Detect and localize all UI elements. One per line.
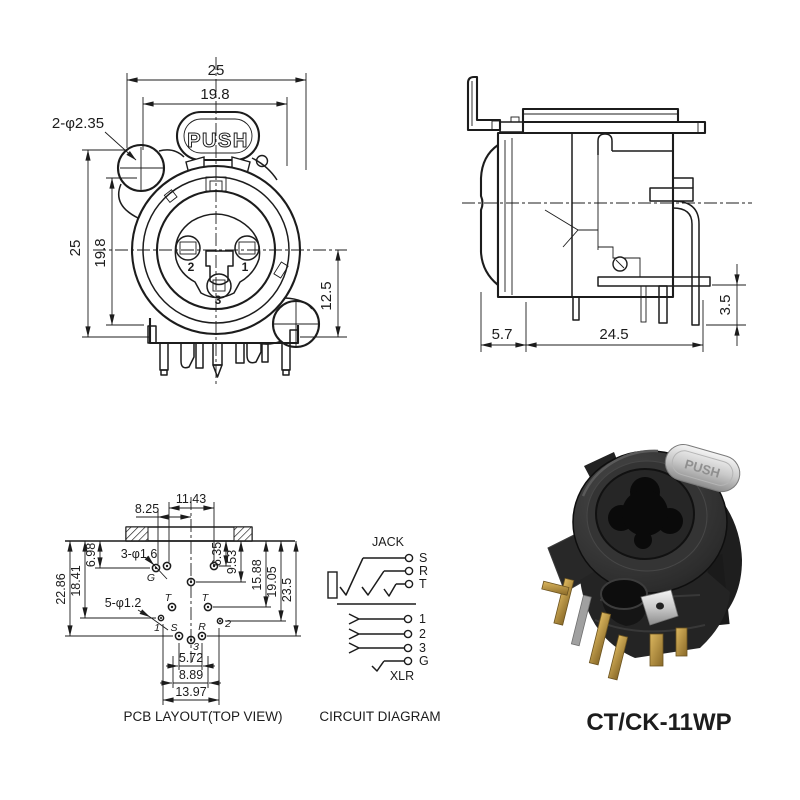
hole-label-r: R [198,621,206,633]
xlr-section-label: XLR [390,669,414,683]
dim-pin-length: 3.5 [717,295,734,316]
dim-overall-height: 25 [67,240,84,257]
side-body [496,131,675,299]
note-holes-small: 5-φ1.2 [105,596,142,610]
product-model-label: CT/CK-11WP [586,709,731,736]
dim-left-v1: 6.98 [84,543,98,567]
side-view: 5.7 24.5 3.5 [462,75,752,352]
dim-bottom-3: 13.97 [175,685,206,699]
combo-insert [174,213,261,299]
front-view: PUSH [52,57,347,385]
dim-right-v3: 15.88 [250,559,264,590]
dim-right-v5: 23.5 [280,578,294,602]
dim-overall-width: 25 [208,62,225,79]
hole-label-t-left: T [165,592,173,604]
terminal-label-2: 2 [419,627,426,641]
product-photo: PUSH CT/CK-11WP [541,444,742,736]
terminal-2 [403,629,413,639]
terminal-label-r: R [419,564,428,578]
bent-pin [672,200,700,326]
dim-flange-height: 19.8 [92,238,109,267]
terminal-label-t: T [419,577,427,591]
dim-body-depth: 24.5 [599,326,628,343]
terminal-r [404,566,414,576]
dim-right-v4: 19.05 [265,566,279,597]
dim-pin-row-offset: 12.5 [318,281,335,310]
front-view-dimensions: 25 19.8 2-φ2.35 25 19.8 12.5 [52,62,347,338]
terminal-g [403,656,413,666]
contact-3 [206,273,232,299]
pcb-dimensions: 11.43 8.25 3-φ1.6 5-φ1.2 6.98 18.41 22.8… [54,492,301,705]
terminal-label-s: S [419,551,427,565]
dim-flange-width: 19.8 [200,86,229,103]
dim-top-left-span: 8.25 [135,502,159,516]
jack-section-label: JACK [372,535,405,549]
hole-label-g: G [147,572,155,584]
push-latch-handle: PUSH [664,444,741,493]
pin-number-3: 3 [215,293,222,307]
dim-left-v3: 22.86 [54,573,68,604]
dim-left-v2: 18.41 [69,565,83,596]
contact-1 [234,235,260,261]
hole-label-3: 3 [193,641,199,653]
terminal-3 [403,643,413,653]
mounting-bracket [466,75,502,132]
hole-label-2: 2 [224,618,231,630]
push-cap [175,110,261,162]
terminal-t [404,579,414,589]
contact-2 [175,235,201,261]
dim-top-span: 11.43 [176,492,206,506]
terminal-label-g: G [419,654,429,668]
circuit-diagram-caption: CIRCUIT DIAGRAM [319,709,440,724]
gold-pins [541,577,688,681]
terminal-label-1: 1 [419,612,426,626]
terminal-label-3: 3 [419,641,426,655]
push-label: PUSH [187,130,249,152]
circuit-diagram: JACK S R T 1 2 3 G XLR CIRCUIT DIAGRAM [319,535,440,724]
pin-number-2: 2 [188,260,195,274]
pcb-layout: G T T 1 2 S R 3 11.43 8.25 3-φ1.6 5-φ1.2… [54,492,301,724]
hole-label-t-right: T [202,592,210,604]
dim-bottom-1: 5.72 [179,651,203,665]
hole-label-1: 1 [154,622,160,634]
hole-label-s: S [170,622,177,634]
solder-legs [159,342,291,378]
dim-mounting-holes: 2-φ2.35 [52,115,104,132]
dim-right-v2: 9.53 [225,550,239,574]
dim-bottom-2: 8.89 [179,668,203,682]
pcb-layout-caption: PCB LAYOUT(TOP VIEW) [123,709,282,724]
terminal-s [404,553,414,563]
side-view-dimensions: 5.7 24.5 3.5 [480,264,746,352]
combo-socket-cutout [608,477,683,549]
pin-number-1: 1 [242,260,249,274]
note-holes-large: 3-φ1.6 [121,547,158,561]
jack-plug-symbol [327,571,338,599]
front-cap [479,143,500,287]
terminal-1 [403,614,413,624]
dim-front-depth: 5.7 [492,326,513,343]
dim-right-v1: 6.35 [210,542,224,566]
jack-barrel [600,578,648,610]
